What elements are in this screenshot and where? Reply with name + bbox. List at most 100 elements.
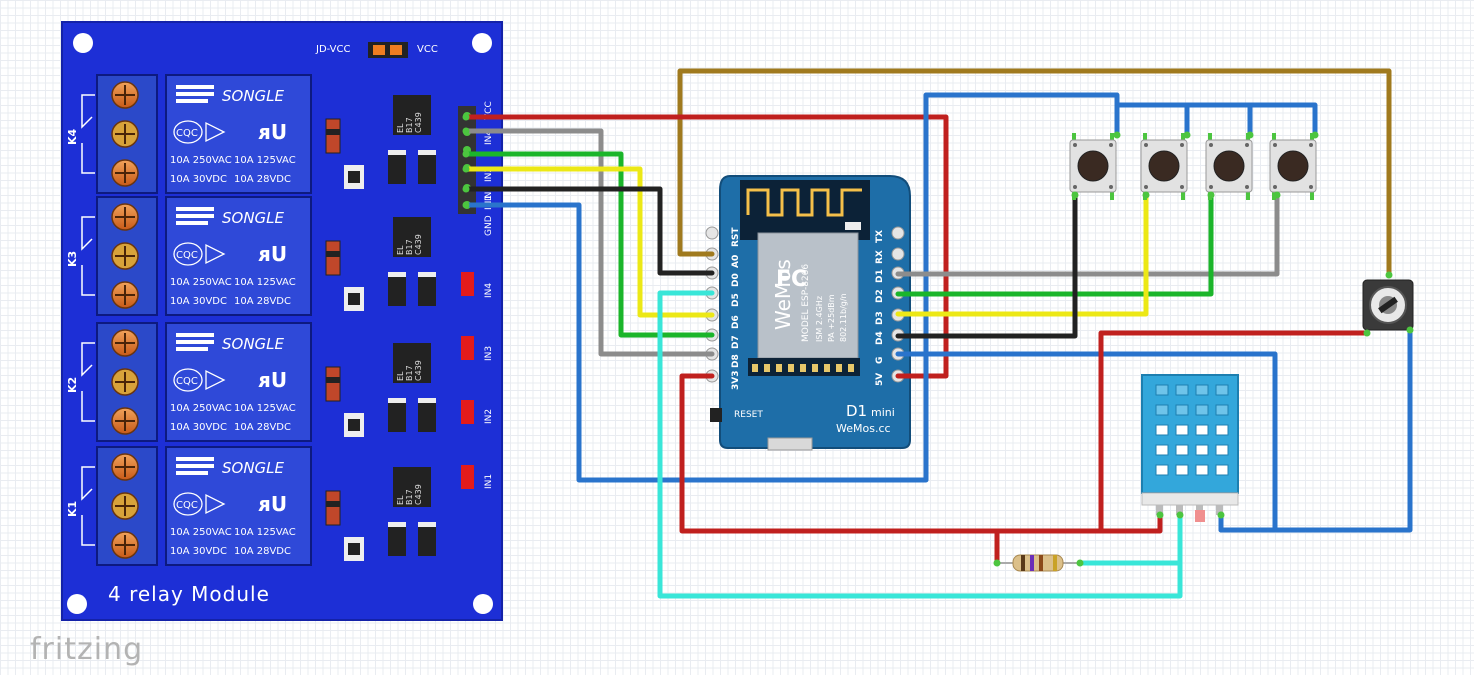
side-label-in3: IN3 [484, 346, 494, 361]
wire-cyan-d5 [657, 290, 1183, 599]
wire-black-d4 [895, 192, 1078, 339]
wire-endpoint [1142, 191, 1150, 199]
wire-endpoint [1207, 191, 1215, 199]
optocoupler [393, 343, 431, 383]
wire-endpoint [1156, 511, 1164, 519]
pin-label-in4: IN4 [484, 130, 494, 145]
pin-label: D5 [731, 293, 741, 307]
pin-label-vcc: VCC [484, 101, 494, 120]
svg-text:B17: B17 [405, 365, 414, 381]
spec-2: PA +25dBm [827, 294, 836, 342]
wire-endpoint [1217, 511, 1225, 519]
wire-yellow-d3 [895, 192, 1149, 317]
wire-blue-gnd [463, 92, 1120, 483]
reset-label: RESET [734, 410, 763, 420]
rating: 10A 30VDC [170, 296, 227, 307]
jumper-right-label: VCC [417, 44, 438, 55]
svg-text:EL: EL [396, 245, 405, 255]
wire-endpoint [1071, 191, 1079, 199]
rating: 10A 30VDC [170, 174, 227, 185]
wemos-logo: WeMos [771, 259, 795, 330]
pin-label: D2 [875, 289, 885, 303]
wire-black-in1 [463, 186, 715, 276]
wire-endpoint [1246, 131, 1254, 139]
pin-label: TX [875, 230, 885, 243]
pin-rst[interactable] [705, 226, 719, 240]
smd-part [388, 272, 406, 306]
svg-text:EL: EL [396, 123, 405, 133]
wire-endpoint [462, 113, 470, 121]
button-2[interactable] [1140, 133, 1188, 200]
wire-endpoint [1076, 559, 1084, 567]
relay-brand: SONGLE [222, 87, 285, 105]
smd-part [388, 150, 406, 184]
pin-label: D0 [731, 273, 741, 287]
board-name: D1 [846, 402, 867, 420]
led-in2 [461, 400, 474, 424]
mount-hole [67, 594, 87, 614]
pin-label: 5V [875, 373, 885, 386]
rating: 10A 125VAC [234, 155, 296, 166]
diode [325, 490, 341, 526]
spec-1: ISM 2.4GHz [815, 296, 824, 342]
potentiometer[interactable] [1362, 279, 1414, 331]
wire-endpoint [462, 185, 470, 193]
pin-label-gnd: GND [484, 215, 494, 236]
pin-label: 3V3 [731, 371, 741, 391]
spec-3: 802.11b/g/n [839, 293, 848, 342]
side-label-in2: IN2 [484, 409, 494, 424]
wires [463, 68, 1413, 599]
svg-text:EL: EL [396, 371, 405, 381]
svg-text:C439: C439 [414, 360, 423, 381]
svg-text:C439: C439 [414, 484, 423, 505]
pin-label-in3: IN3 [484, 167, 494, 182]
reset-button[interactable] [710, 408, 722, 422]
optocoupler [393, 217, 431, 257]
led-in4 [461, 272, 474, 296]
rating: 10A 250VAC [170, 155, 232, 166]
mount-hole [73, 33, 93, 53]
wire-red-dht [1098, 512, 1163, 534]
module-title: 4 relay Module [108, 582, 270, 606]
button-1[interactable] [1069, 133, 1117, 200]
optocoupler [393, 467, 431, 507]
wire-endpoint [1385, 271, 1393, 279]
pin-tx[interactable] [891, 226, 905, 240]
wire-endpoint [1176, 511, 1184, 519]
rating: 10A 28VDC [234, 546, 291, 557]
wire-blue-bus [1114, 102, 1318, 138]
wire-endpoint [1406, 326, 1414, 334]
svg-text:B17: B17 [405, 489, 414, 505]
pin-label: D7 [731, 335, 741, 349]
smd-part [418, 398, 436, 432]
button-3[interactable] [1205, 133, 1253, 200]
rating: 10A 30VDC [170, 546, 227, 557]
button-4[interactable] [1269, 133, 1317, 200]
wire-blue-pot [1218, 327, 1413, 533]
wire-gray-in4 [463, 128, 715, 357]
cert-cqc: CQC [176, 250, 198, 261]
rating: 10A 125VAC [234, 403, 296, 414]
wire-yellow-in2 [463, 166, 715, 318]
rating: 10A 125VAC [234, 277, 296, 288]
relay-id-label: K1 [66, 501, 79, 517]
relay-brand: SONGLE [222, 459, 285, 477]
cert-ur: ᴙU [258, 492, 287, 516]
smd-part [388, 398, 406, 432]
wire-gray-d1 [895, 192, 1280, 277]
side-label-in1: IN1 [484, 474, 494, 489]
d1-mini-board: FC MODEL ESP-8266 ISM 2.4GHz PA +25dBm 8… [705, 175, 911, 451]
diode [325, 366, 341, 402]
cert-cqc: CQC [176, 128, 198, 139]
smd-part [418, 150, 436, 184]
optocoupler [393, 95, 431, 135]
wire-endpoint [462, 165, 470, 173]
pin-rx[interactable] [891, 247, 905, 261]
wire-endpoint [1113, 131, 1121, 139]
smd-part [418, 522, 436, 556]
rating: 10A 250VAC [170, 403, 232, 414]
pin-label: RST [731, 227, 741, 247]
cert-cqc: CQC [176, 500, 198, 511]
board-name-suffix: mini [871, 406, 895, 419]
